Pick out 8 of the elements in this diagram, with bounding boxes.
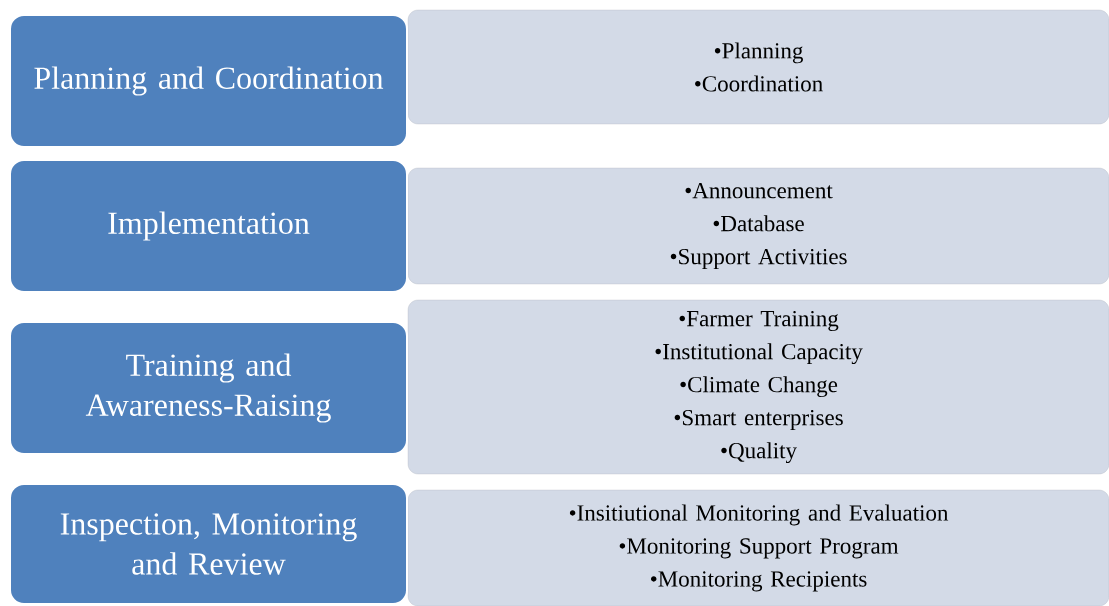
details-box: •Insitiutional Monitoring and Evaluation •Monitoring Support Program •Monitoring Recipients bbox=[407, 489, 1109, 606]
process-box: Training and Awareness-Raising bbox=[9, 321, 408, 455]
details-box: •Planning •Coordination bbox=[407, 9, 1109, 125]
details-box: •Announcement •Database •Support Activities bbox=[407, 167, 1109, 285]
process-box: Inspection, Monitoring and Review bbox=[9, 483, 408, 605]
details-box: •Farmer Training •Institutional Capacity •Climate Change •Smart enterprises •Quality bbox=[407, 299, 1109, 475]
process-box: Implementation bbox=[9, 159, 408, 293]
process-box: Planning and Coordination bbox=[9, 14, 408, 148]
